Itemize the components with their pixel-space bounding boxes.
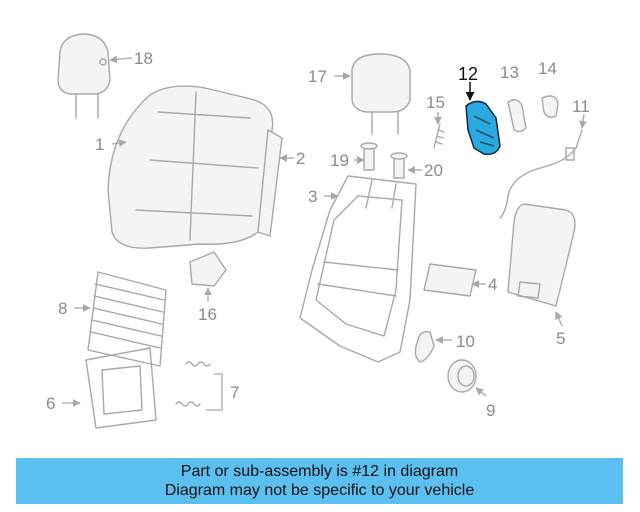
callout-19: 19 [330, 151, 349, 170]
part-7-springs [175, 361, 223, 411]
part-6-lumbar-frame [85, 347, 157, 429]
part-5-back-panel [507, 203, 576, 307]
callout-15: 15 [426, 93, 445, 112]
part-13-cover [507, 99, 527, 133]
part-12-highlighted [465, 100, 501, 156]
part-17-headrest [351, 53, 411, 135]
callout-6: 6 [46, 394, 55, 413]
callout-9: 9 [486, 401, 495, 420]
part-20-guide [390, 152, 408, 179]
part-3-frame [299, 175, 417, 363]
callout-16: 16 [198, 305, 217, 324]
callout-4: 4 [488, 275, 497, 294]
part-10-handle [414, 330, 435, 363]
part-1-seatback-cover [107, 85, 274, 249]
part-8-spring-mat [87, 271, 167, 367]
callout-3: 3 [308, 187, 317, 206]
callout-7: 7 [230, 383, 239, 402]
callout-8: 8 [58, 299, 67, 318]
part-4-pad [423, 263, 477, 297]
callout-18: 18 [134, 49, 153, 68]
part-16-bracket [189, 251, 227, 287]
part-18-headrest [57, 33, 111, 119]
callout-2: 2 [296, 149, 305, 168]
callout-14: 14 [538, 59, 557, 78]
part-15-bolt [433, 123, 445, 149]
callout-20: 20 [424, 161, 443, 180]
footer-line-2: Diagram may not be specific to your vehi… [164, 482, 475, 499]
callout-12: 12 [458, 64, 478, 84]
callout-11: 11 [572, 97, 590, 116]
part-14-trim [541, 95, 559, 119]
footer-line-1: Part or sub-assembly is #12 in diagram [180, 463, 459, 480]
callout-17: 17 [308, 67, 327, 86]
callout-13: 13 [500, 63, 519, 82]
part-2-side-panel [257, 129, 283, 237]
seat-parts-diagram: 18 1 2 16 8 6 7 17 [46, 33, 590, 429]
part-19-guide [360, 142, 378, 171]
callout-5: 5 [556, 329, 565, 348]
callout-1: 1 [95, 135, 104, 154]
footer-banner: Part or sub-assembly is #12 in diagram D… [16, 458, 623, 504]
callout-10: 10 [456, 332, 475, 351]
part-11-cable [499, 129, 583, 219]
part-9-knob [447, 359, 477, 393]
